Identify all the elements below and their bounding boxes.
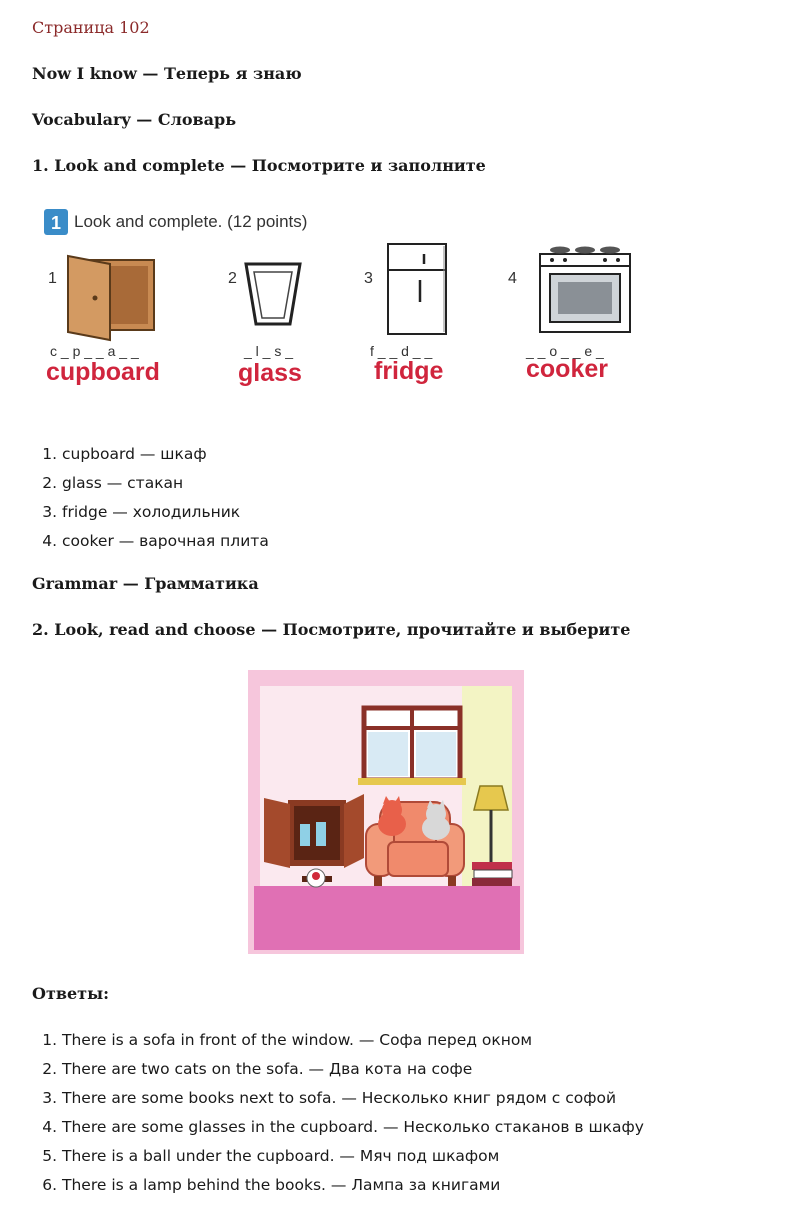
item-number-3: 3 bbox=[364, 270, 373, 287]
answer-2: glass bbox=[238, 359, 302, 387]
list-item: There are two cats on the sofa. — Два ко… bbox=[62, 1055, 644, 1084]
heading-answers: Ответы: bbox=[32, 984, 110, 1003]
list-item: glass — стакан bbox=[62, 469, 269, 498]
cat-icon bbox=[422, 800, 450, 840]
cupboard-icon bbox=[264, 794, 364, 882]
exercise-instruction: Look and complete. (12 points) bbox=[74, 212, 307, 231]
sofa-icon bbox=[365, 801, 465, 886]
list-item: There is a lamp behind the books. — Ламп… bbox=[62, 1171, 644, 1200]
vocabulary-answer-list: cupboard — шкаф glass — стакан fridge — … bbox=[40, 440, 269, 556]
glass-icon bbox=[244, 262, 302, 326]
item-number-1: 1 bbox=[48, 270, 57, 287]
answer-3: fridge bbox=[374, 357, 444, 385]
item-number-4: 4 bbox=[508, 270, 517, 287]
heading-now-i-know: Now I know — Теперь я знаю bbox=[32, 64, 302, 83]
heading-grammar: Grammar — Грамматика bbox=[32, 574, 259, 593]
pattern-2: _ l _ s _ bbox=[243, 343, 293, 359]
pattern-4: _ _ o _ _ e _ bbox=[525, 343, 604, 359]
cupboard-icon bbox=[67, 254, 155, 342]
badge-number: 1 bbox=[51, 213, 61, 233]
cat-icon bbox=[378, 796, 406, 836]
list-item: cooker — варочная плита bbox=[62, 527, 269, 556]
heading-vocabulary: Vocabulary — Словарь bbox=[32, 110, 237, 129]
grammar-answer-list: There is a sofa in front of the window. … bbox=[40, 1026, 644, 1200]
list-item: There is a ball under the cupboard. — Мя… bbox=[62, 1142, 644, 1171]
window-icon bbox=[358, 705, 466, 785]
list-item: There are some books next to sofa. — Нес… bbox=[62, 1084, 644, 1113]
heading-task1: 1. Look and complete — Посмотрите и запо… bbox=[32, 156, 486, 175]
books-icon bbox=[472, 862, 513, 886]
ball-icon bbox=[306, 868, 326, 888]
pattern-3: f _ _ d _ _ bbox=[370, 343, 432, 359]
item-number-2: 2 bbox=[228, 270, 237, 287]
heading-task2: 2. Look, read and choose — Посмотрите, п… bbox=[32, 620, 631, 639]
fridge-icon bbox=[387, 243, 447, 335]
page-number: Страница 102 bbox=[32, 18, 150, 37]
lamp-icon bbox=[473, 785, 509, 881]
cooker-icon bbox=[539, 246, 631, 333]
list-item: cupboard — шкаф bbox=[62, 440, 269, 469]
pattern-1: c _ p _ _ a _ _ bbox=[50, 343, 139, 359]
list-item: There are some glasses in the cupboard. … bbox=[62, 1113, 644, 1142]
answer-1: cupboard bbox=[46, 358, 160, 386]
room-illustration bbox=[240, 664, 530, 960]
exercise1-image: 1 Look and complete. (12 points) 1 2 3 4 bbox=[32, 198, 632, 416]
list-item: There is a sofa in front of the window. … bbox=[62, 1026, 644, 1055]
answer-4: cooker bbox=[526, 355, 608, 383]
exercise-badge: 1 bbox=[44, 209, 68, 235]
list-item: fridge — холодильник bbox=[62, 498, 269, 527]
